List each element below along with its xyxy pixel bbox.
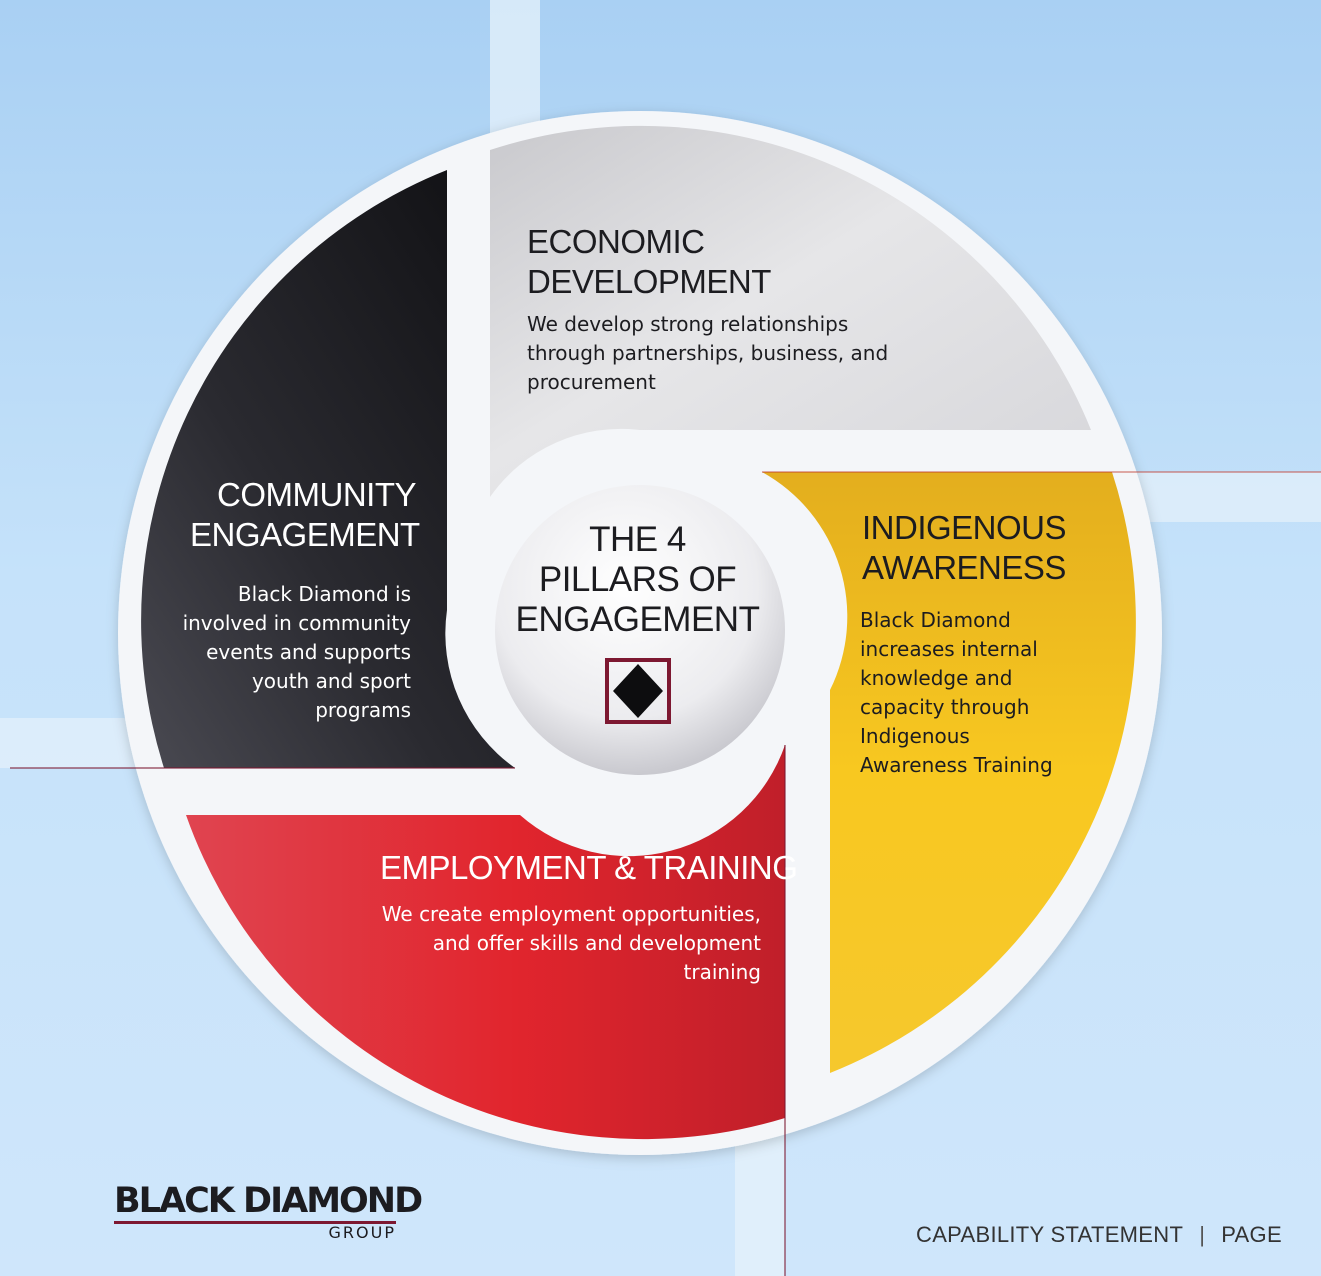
indigenous-title: INDIGENOUS AWARENESS (862, 509, 1067, 586)
employment-segment (186, 745, 785, 1140)
logo-wordmark: BLACK DIAMOND (114, 1181, 423, 1221)
indigenous-description: Black Diamond increases internal knowled… (860, 608, 1053, 777)
vertical-light-band-bottom (735, 1120, 785, 1276)
employment-description: We create employment opportunities, and … (381, 902, 761, 984)
economic-description: We develop strong relationships through … (527, 312, 889, 394)
footer-page: PAGE (1221, 1222, 1282, 1247)
economic-title: ECONOMIC DEVELOPMENT (527, 223, 771, 300)
community-segment (141, 170, 515, 768)
indigenous-segment (762, 472, 1136, 1073)
logo-underline (114, 1221, 396, 1224)
community-description: Black Diamond is involved in community e… (182, 582, 411, 722)
community-title: COMMUNITY ENGAGEMENT (190, 476, 420, 553)
page-footer: CAPABILITY STATEMENT | PAGE (916, 1222, 1282, 1248)
employment-title: EMPLOYMENT & TRAINING (380, 849, 798, 886)
center-title: THE 4 PILLARS OF ENGAGEMENT (515, 520, 760, 639)
center-disc (495, 485, 785, 775)
footer-label: CAPABILITY STATEMENT (916, 1222, 1184, 1247)
logo-subtitle: GROUP (328, 1223, 396, 1242)
economic-segment (490, 125, 1091, 498)
black-diamond-icon (605, 658, 671, 724)
black-diamond-logo: BLACK DIAMOND GROUP (114, 1181, 423, 1242)
footer-separator: | (1199, 1222, 1206, 1247)
